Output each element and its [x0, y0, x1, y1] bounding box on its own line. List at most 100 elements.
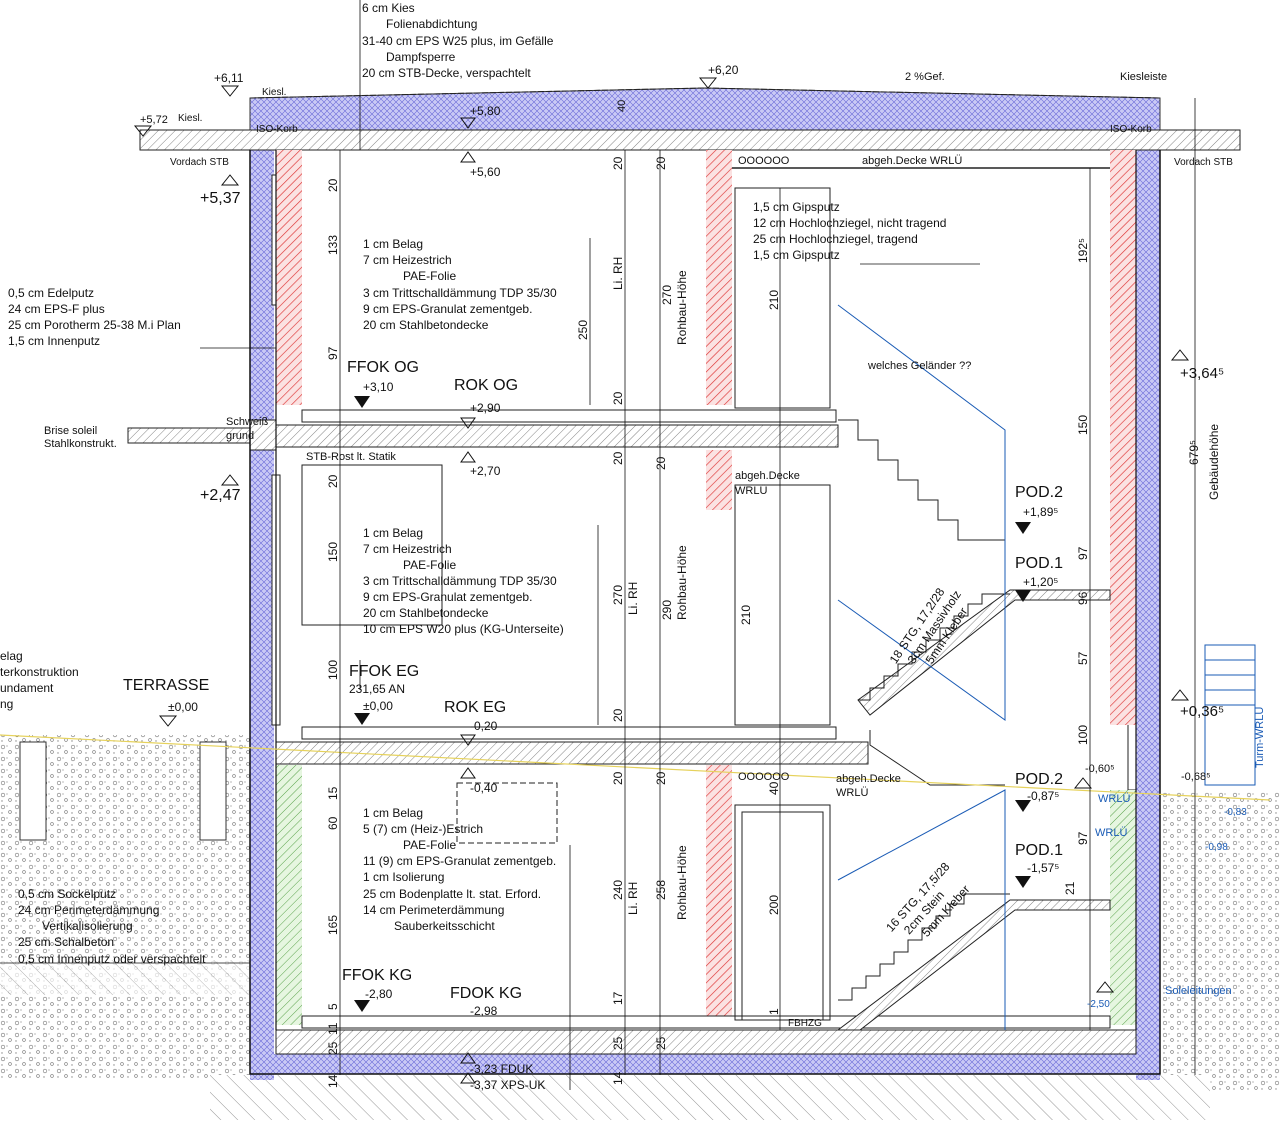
turm-wrlu [1204, 644, 1256, 786]
schweiss-2: grund [226, 430, 254, 442]
outline-inner [275, 150, 1137, 1030]
kg-layer-7: 14 cm Perimeterdämmung [363, 903, 504, 917]
wall-inner-og [706, 150, 732, 405]
dim-270b: 270 [611, 585, 625, 605]
pod1-eg: POD.1 [1015, 555, 1063, 572]
dim-14c: 14 [611, 1071, 625, 1085]
outline-outer [249, 150, 1161, 1075]
circles-top: OOOOOO [738, 155, 790, 167]
dim-20c-4: 20 [611, 708, 625, 722]
stair-lower-flight [836, 899, 1111, 1031]
kiesl-left: Kiesl. [262, 87, 286, 98]
kg-wall-5: 0,5 cm Innenputz oder verspachtelt [18, 952, 206, 966]
stair-mid-steps [869, 730, 1005, 786]
dim-20d-1: 20 [654, 156, 668, 170]
eg-layer-7: 10 cm EPS W20 plus (KG-Unterseite) [363, 622, 564, 636]
dim-1kg: 1 [767, 1008, 781, 1015]
dim-20c-1: 20 [611, 156, 625, 170]
stair-lower-steps [838, 893, 1010, 1001]
left-note-3: undament [0, 681, 54, 695]
filled-markers [354, 396, 1031, 1012]
kg-layer-1: 1 cm Belag [363, 806, 423, 820]
dim-20c-2: 20 [611, 391, 625, 405]
stb-rost [249, 419, 277, 451]
dim-60l: 60 [326, 816, 340, 830]
dim-133l: 133 [326, 235, 340, 255]
dim-165l: 165 [326, 915, 340, 935]
pod1-kg-level: -1,57⁵ [1027, 861, 1059, 875]
roof-line [249, 87, 706, 99]
roof-layer-2: Folienabdichtung [386, 17, 477, 31]
brise-soleil-2: Stahlkonstrukt. [44, 438, 117, 450]
dim-210a: 210 [767, 290, 781, 310]
abgeh-decke-kg-2: WRLÜ [836, 787, 868, 799]
roof-insulation [249, 87, 1161, 131]
og-floor-build-up: 1 cm Belag 7 cm Heizestrich PAE-Folie 3 … [363, 237, 557, 332]
dim-17c: 17 [611, 991, 625, 1005]
stair-upper-steps [858, 593, 1010, 701]
eg-layer-4: 3 cm Trittschalldämmung TDP 35/30 [363, 574, 557, 588]
wall-layer-1: 0,5 cm Edelputz [8, 286, 94, 300]
level-611: +6,11 [214, 71, 244, 85]
kiesl-small: Kiesl. [178, 113, 202, 124]
dim-97r2: 97 [1076, 831, 1090, 845]
brise-soleil-1: Brise soleil [44, 425, 97, 437]
kg-layer-3: PAE-Folie [403, 838, 456, 852]
screed-kg [301, 1015, 1111, 1029]
slab-eg [275, 741, 869, 765]
dim-25l: 25 [326, 1041, 340, 1055]
circles-kg: OOOOOO [738, 771, 790, 783]
ffok-eg: FFOK EG [349, 663, 419, 680]
eg-floor-build-up: 1 cm Belag 7 cm Heizestrich PAE-Folie 3 … [363, 526, 564, 636]
dim-240: 240 [611, 880, 625, 900]
inner-layer-4: 1,5 cm Gipsputz [753, 248, 840, 262]
level-270: +2,70 [470, 464, 501, 478]
dimension-lines [0, 0, 1196, 1090]
roof-slab [139, 129, 1241, 151]
pod1-kg: POD.1 [1015, 842, 1063, 859]
og-layer-6: 20 cm Stahlbetondecke [363, 318, 489, 332]
eg-layer-5: 9 cm EPS-Granulat zementgeb. [363, 590, 532, 604]
level-040: -0,40 [470, 781, 498, 795]
level-098: -0,98 [1205, 842, 1228, 853]
dim-57r: 57 [1076, 651, 1090, 665]
ground-line [0, 734, 1271, 801]
level-572: +5,72 [140, 114, 168, 126]
og-layer-1: 1 cm Belag [363, 237, 423, 251]
footing-left-1 [19, 741, 47, 841]
insulation-right [1136, 150, 1160, 1080]
dim-rohbau-eg: Rohbau-Höhe [675, 545, 689, 620]
slab-kg [275, 1029, 1137, 1055]
kg-layer-2: 5 (7) cm (Heiz-)Estrich [363, 822, 483, 836]
wall-inner-eg [706, 450, 732, 510]
og-layer-3: PAE-Folie [403, 269, 456, 283]
wall-left-og [276, 150, 302, 305]
eg-layer-1: 1 cm Belag [363, 526, 423, 540]
dim-200: 200 [767, 895, 781, 915]
level-060: -0,60⁵ [1085, 763, 1115, 775]
soleleitungen: Soleleitungen [1165, 985, 1232, 997]
dim-1925: 192⁵ [1076, 238, 1090, 263]
abgeh-decke-kg-1: abgeh.Decke [836, 773, 901, 785]
fdok-kg-level: -2,98 [470, 1004, 498, 1018]
railing-og [837, 304, 1006, 721]
soil-bottom [210, 1075, 1210, 1120]
roof-layer-1: 6 cm Kies [362, 1, 415, 15]
level-3645: +3,64⁵ [1180, 365, 1224, 382]
dim-li-rh-eg: Li. RH [626, 582, 640, 615]
door-eg [734, 484, 831, 726]
dim-250: 250 [576, 320, 590, 340]
inner-layer-2: 12 cm Hochlochziegel, nicht tragend [753, 216, 946, 230]
level-markers [133, 77, 1190, 1084]
ffok-og: FFOK OG [347, 359, 419, 376]
kg-wall-4: 25 cm Schalbeton [18, 935, 114, 949]
dim-290: 290 [660, 600, 674, 620]
dim-rohbau-og: Rohbau-Höhe [675, 270, 689, 345]
roof-build-up: 6 cm Kies Folienabdichtung 31-40 cm EPS … [362, 1, 554, 80]
wrlu-2: WRLÜ [1095, 827, 1127, 839]
railing-kg [837, 789, 1006, 1030]
dim-5l: 5 [326, 1003, 340, 1010]
dim-14l: 14 [326, 1074, 340, 1088]
fduk-level: -3,23 FDUK [470, 1062, 533, 1076]
